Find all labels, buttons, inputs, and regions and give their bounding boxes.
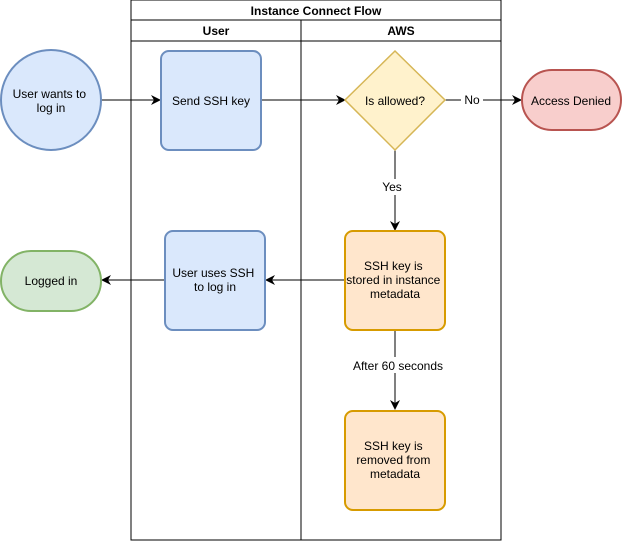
node-send-ssh-key-label: Send SSH key bbox=[172, 94, 250, 108]
label-bg-no bbox=[461, 91, 483, 107]
pool-border bbox=[130, 0, 502, 541]
decision-diamond bbox=[343, 49, 447, 152]
send-ssh-key-box bbox=[160, 50, 262, 151]
node-key-stored: SSH key is stored in instance metadata bbox=[344, 230, 446, 331]
node-key-removed-line-1: SSH key is bbox=[364, 439, 423, 453]
node-start-line-2: log in bbox=[37, 101, 66, 115]
svg-text:SSH key is stored in i: SSH key is stored in instance metadata bbox=[346, 259, 443, 301]
label-bg-yes bbox=[378, 179, 412, 195]
swimlane-pool: Instance Connect Flow User AWS bbox=[130, 0, 502, 541]
logged-in-pill bbox=[0, 250, 102, 312]
edge-label-yes: Yes bbox=[382, 180, 402, 194]
node-user-uses-ssh-line-2: to log in bbox=[194, 280, 236, 294]
node-user-uses-ssh: User uses SSH to log in bbox=[164, 230, 266, 331]
node-access-denied-label: Access Denied bbox=[531, 94, 611, 108]
pool-title: Instance Connect Flow bbox=[251, 4, 382, 18]
edge-label-after-60-seconds: After 60 seconds bbox=[353, 359, 443, 373]
node-access-denied: Access Denied bbox=[521, 69, 622, 131]
node-logged-in-label: Logged in bbox=[25, 274, 78, 288]
node-user-uses-ssh-line-1: User uses SSH bbox=[172, 266, 254, 280]
edge-labels: No Yes After 60 seconds bbox=[345, 91, 483, 373]
lane-title-user: User bbox=[203, 24, 230, 38]
start-circle bbox=[0, 49, 102, 151]
svg-text:User wants to log in: User wants to log in bbox=[13, 87, 90, 115]
access-denied-pill bbox=[521, 69, 622, 131]
lane-title-aws: AWS bbox=[387, 24, 414, 38]
node-decision: Is allowed? bbox=[343, 49, 447, 152]
node-key-stored-line-2: stored in instance bbox=[346, 273, 440, 287]
node-key-removed: SSH key is removed from metadata bbox=[344, 410, 446, 511]
key-stored-box bbox=[344, 230, 446, 331]
node-key-stored-line-3: metadata bbox=[370, 287, 420, 301]
node-start-line-1: User wants to bbox=[13, 87, 87, 101]
label-bg-after bbox=[345, 357, 449, 373]
node-key-stored-line-1: SSH key is bbox=[364, 259, 423, 273]
edge-label-no: No bbox=[464, 93, 480, 107]
node-key-removed-line-2: removed from bbox=[356, 453, 430, 467]
node-send-ssh-key: Send SSH key bbox=[160, 50, 262, 151]
node-decision-label: Is allowed? bbox=[365, 94, 425, 108]
node-start: User wants to log in bbox=[0, 49, 102, 151]
svg-text:User uses SSH to log i: User uses SSH to log in bbox=[172, 266, 257, 294]
user-uses-ssh-box bbox=[164, 230, 266, 331]
key-removed-box bbox=[344, 410, 446, 511]
node-key-removed-line-3: metadata bbox=[370, 467, 420, 481]
node-logged-in: Logged in bbox=[0, 250, 102, 312]
svg-text:SSH key is removed fro: SSH key is removed from metadata bbox=[356, 439, 433, 481]
